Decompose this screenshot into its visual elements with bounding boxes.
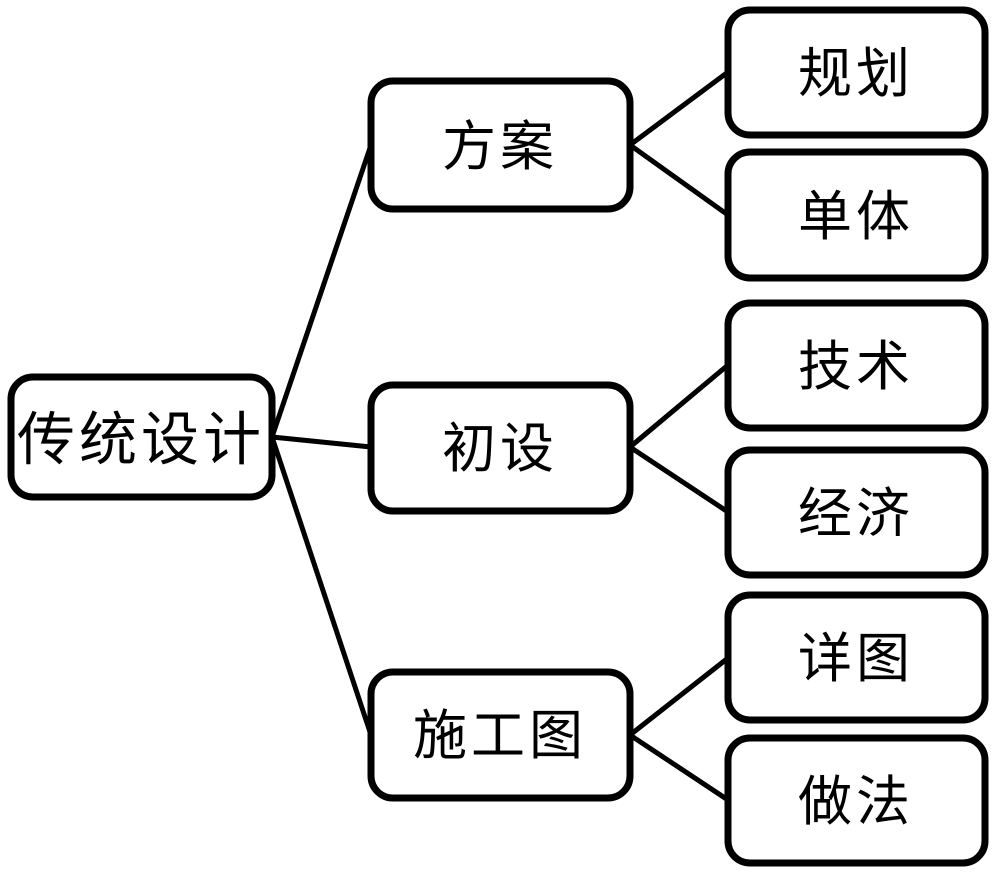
node-shigongtu-box[interactable]: [367, 668, 634, 802]
edge-shigongtu-to-zuofa: [627, 732, 731, 803]
node-shigongtu-label: 施工图: [413, 706, 587, 766]
node-shigongtu[interactable]: 施工图: [367, 668, 634, 802]
node-xiangtu[interactable]: 详图: [724, 591, 989, 724]
node-danti-label: 单体: [798, 187, 914, 247]
edge-shigongtu-to-xiangtu: [627, 655, 731, 738]
edge-root-to-chushe: [269, 434, 374, 450]
node-zuofa[interactable]: 做法: [724, 734, 989, 867]
node-jishu[interactable]: 技术: [724, 299, 989, 432]
node-root-label: 传统设计: [17, 408, 265, 473]
node-xiangtu-box[interactable]: [724, 591, 989, 724]
edge-chushe-to-jishu: [627, 362, 731, 450]
node-jishu-label: 技术: [798, 337, 914, 397]
edge-fangan-to-danti: [627, 142, 731, 218]
node-zuofa-label: 做法: [798, 772, 914, 832]
edge-root-to-shigongtu: [269, 434, 374, 738]
node-danti[interactable]: 单体: [724, 148, 989, 282]
node-guihua-box[interactable]: [724, 6, 989, 139]
edge-group: [269, 69, 731, 803]
node-chushe-label: 初设: [442, 419, 558, 479]
node-jishu-box[interactable]: [724, 299, 989, 432]
node-chushe-box[interactable]: [367, 381, 634, 515]
node-root[interactable]: 传统设计: [7, 373, 276, 501]
node-jingji-label: 经济: [798, 484, 914, 544]
node-guihua[interactable]: 规划: [724, 6, 989, 139]
node-xiangtu-label: 详图: [798, 629, 914, 689]
node-fangan-box[interactable]: [367, 77, 634, 213]
node-fangan-label: 方案: [442, 117, 558, 177]
node-fangan[interactable]: 方案: [367, 77, 634, 213]
node-danti-box[interactable]: [724, 148, 989, 282]
edge-root-to-fangan: [269, 142, 374, 440]
node-root-box[interactable]: [7, 373, 276, 501]
node-guihua-label: 规划: [798, 44, 914, 104]
node-zuofa-box[interactable]: [724, 734, 989, 867]
node-jingji-box[interactable]: [724, 446, 989, 579]
edge-chushe-to-jingji: [627, 444, 731, 515]
edge-fangan-to-guihua: [627, 69, 731, 148]
node-chushe[interactable]: 初设: [367, 381, 634, 515]
node-jingji[interactable]: 经济: [724, 446, 989, 579]
